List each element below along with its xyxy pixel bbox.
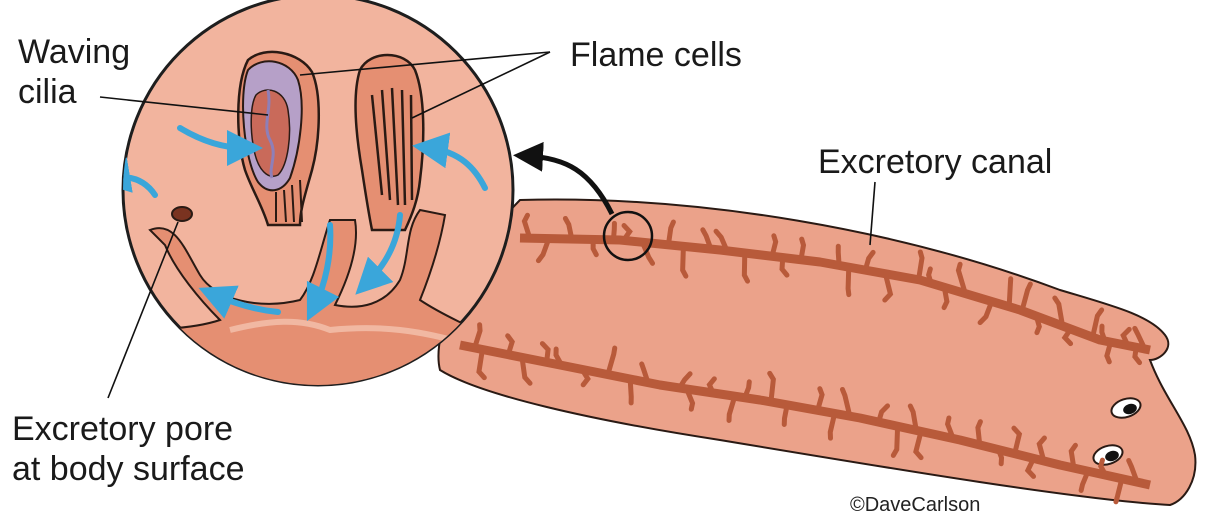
label-waving-cilia-line1: Waving — [18, 33, 130, 71]
canal-branch — [929, 269, 931, 283]
canal-branch — [998, 450, 1001, 464]
label-excretory-canal: Excretory canal — [818, 143, 1052, 181]
excretory-pore — [172, 207, 192, 221]
canal-branch — [770, 373, 774, 402]
canal-branch — [838, 246, 839, 265]
canal-branch — [630, 379, 631, 403]
canal-branch — [772, 236, 776, 256]
canal-branch — [1009, 279, 1011, 307]
canal-branch — [1107, 342, 1111, 362]
canal-branch — [613, 223, 614, 240]
canal-branch — [801, 239, 804, 260]
label-waving-cilia-line2: cilia — [18, 73, 77, 111]
label-excretory-pore-line2: at body surface — [12, 450, 244, 488]
credit-text: ©DaveCarlson — [850, 494, 980, 516]
canal-branch — [683, 246, 686, 276]
canal-branch — [919, 252, 922, 280]
label-excretory-pore-line1: Excretory pore — [12, 410, 233, 448]
canal-branch — [944, 287, 947, 307]
canal-branch — [848, 267, 849, 294]
flatworm-body — [438, 200, 1195, 505]
label-flame-cells: Flame cells — [570, 36, 742, 74]
canal-branch — [1036, 316, 1039, 332]
canal-branch — [784, 405, 787, 425]
canal-branch — [978, 422, 981, 445]
